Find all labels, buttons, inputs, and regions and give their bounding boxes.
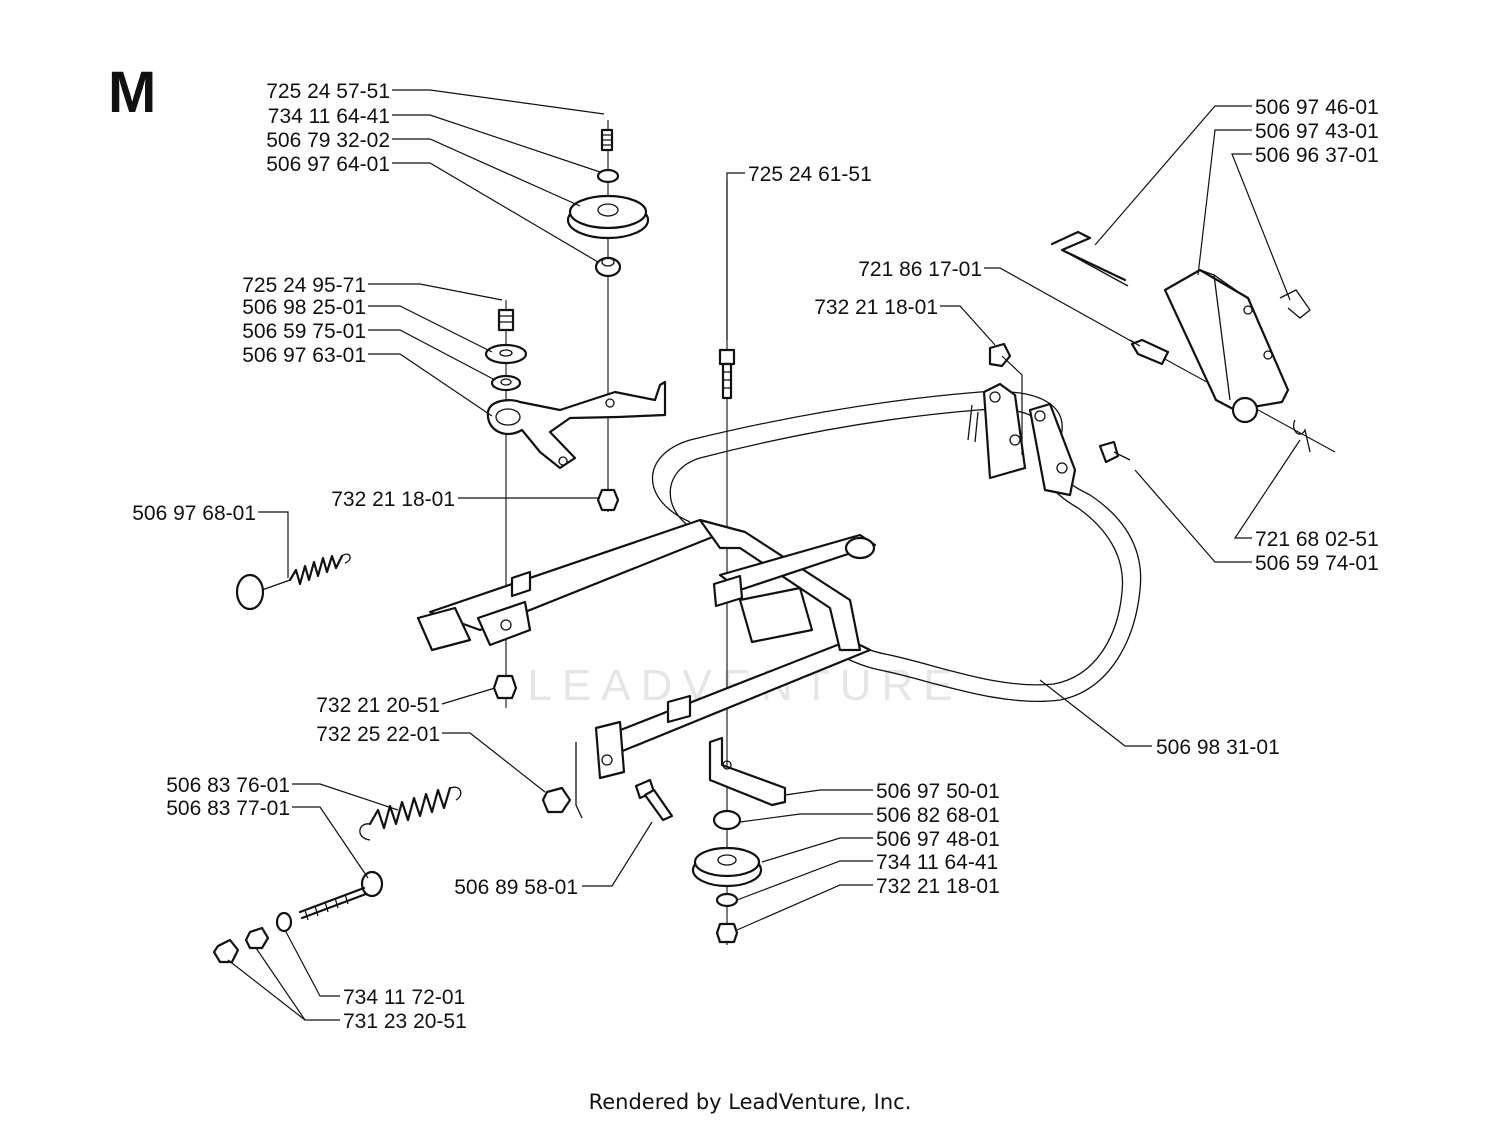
part-number-labels: 725 24 57-51 734 11 64-41 506 79 32-02 5… [132,80,1379,1033]
callout-label: 725 24 61-51 [748,163,872,186]
frame-rear-brackets [967,382,1077,497]
callout-label: 506 83 76-01 [166,774,290,797]
callout-label: 506 97 48-01 [876,828,1000,851]
arm-hardware-stack [484,308,528,392]
callout-label: 734 11 72-01 [343,986,465,1009]
spring-clip [1279,289,1311,453]
nuts [492,342,1131,814]
callout-label: 732 21 18-01 [331,488,455,511]
spring-with-ring [235,553,351,611]
frame-crossmembers [416,518,877,819]
callout-label: 506 82 68-01 [876,804,1000,827]
callout-label: 721 68 02-51 [1255,528,1379,551]
lower-nuts-washer [212,911,293,964]
lower-pulley-assembly [691,736,787,944]
callout-label: 732 21 18-01 [876,875,1000,898]
callout-label: 506 97 46-01 [1255,96,1379,119]
callout-label: 734 11 64-41 [268,105,390,128]
callout-label: 732 21 18-01 [814,296,938,319]
callout-label: 506 89 58-01 [454,876,578,899]
callout-label: 732 21 20-51 [316,694,440,717]
pedal-pin [1130,338,1170,366]
pedal-bracket [1163,268,1290,424]
callout-label: 506 83 77-01 [166,797,290,820]
callout-label: 506 79 32-02 [266,129,390,152]
pedal-rod [1050,230,1129,287]
footer-credit: Rendered by LeadVenture, Inc. [588,1090,912,1114]
eye-bolt [298,870,384,921]
callout-label: 506 97 64-01 [266,153,390,176]
callout-label: 506 59 74-01 [1255,552,1379,575]
callout-label: 506 96 37-01 [1255,144,1379,167]
callout-label: 506 97 63-01 [242,344,366,367]
callout-label: 506 97 68-01 [132,502,256,525]
lower-spring [359,786,462,841]
callout-label: 721 86 17-01 [858,258,982,281]
callout-label: 506 97 50-01 [876,780,1000,803]
callout-label: 506 59 75-01 [242,320,366,343]
callout-label: 506 98 31-01 [1156,736,1280,759]
callout-label: 734 11 64-41 [876,851,998,874]
callout-label: 732 25 22-01 [316,723,440,746]
upper-pulley-assembly [566,128,650,278]
callout-label: 506 97 43-01 [1255,120,1379,143]
callout-label: 725 24 57-51 [266,80,390,103]
section-letter: M [108,60,157,125]
callout-label: 506 98 25-01 [242,296,366,319]
leader-lines [227,89,1301,1021]
center-bolt [718,348,736,400]
callout-label: 725 24 95-71 [242,274,366,297]
callout-label: 731 23 20-51 [343,1010,467,1033]
flange-bolt [634,778,674,822]
idler-arm-bracket [486,380,667,470]
